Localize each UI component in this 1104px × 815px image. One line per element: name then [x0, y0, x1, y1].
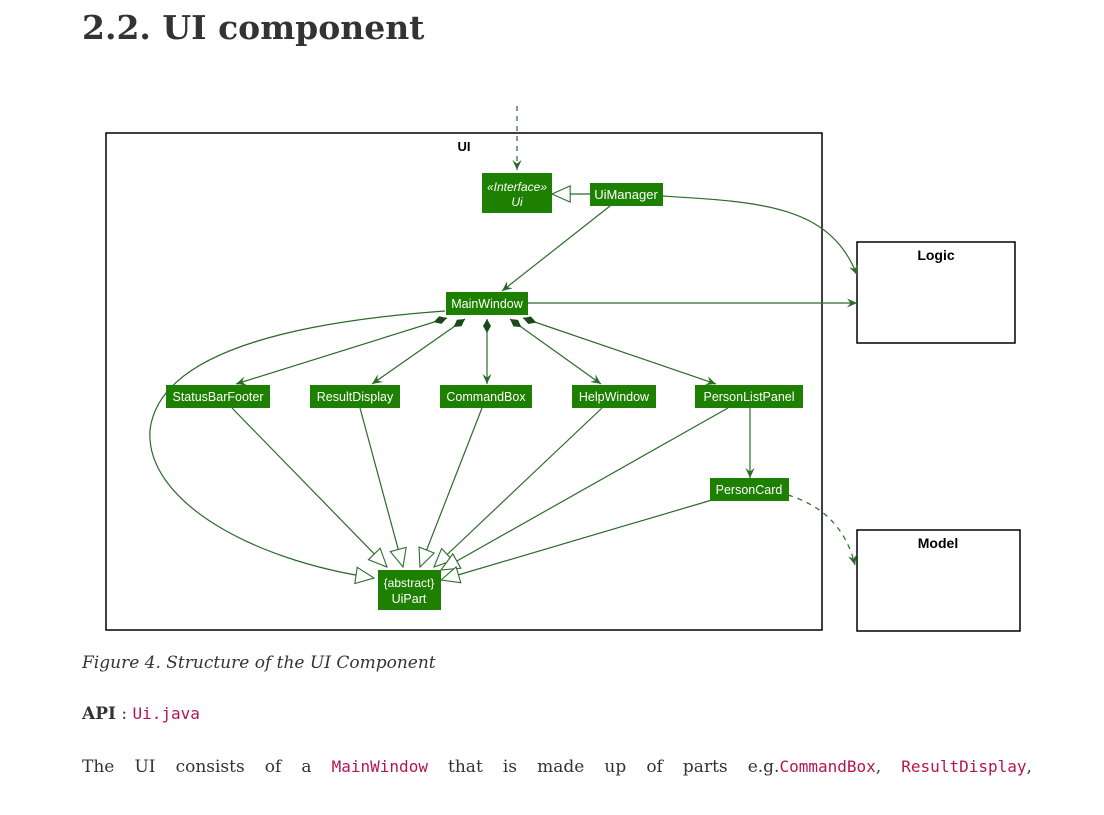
api-line: API : Ui.java: [82, 704, 200, 724]
word: of: [264, 757, 282, 777]
comma: ,: [1026, 757, 1032, 777]
mainwindow-to-statusbarfooter: [235, 316, 448, 386]
svg-text:PersonListPanel: PersonListPanel: [703, 390, 794, 404]
code-mainwindow: MainWindow: [331, 757, 428, 776]
ui-frame: [105, 132, 823, 631]
word: of: [646, 757, 663, 777]
api-separator: :: [121, 704, 128, 724]
uipart-class: {abstract} UiPart: [378, 570, 441, 610]
eg-text: e.g.: [747, 757, 780, 777]
code-commandbox: CommandBox: [779, 757, 876, 776]
word: made: [537, 757, 585, 777]
comma: ,: [875, 757, 882, 777]
statusbarfooter-extends-uipart: [231, 407, 387, 567]
mainwindow-to-resultdisplay: [371, 318, 466, 385]
svg-text:CommandBox: CommandBox: [446, 390, 526, 404]
ui-component-diagram: UI Logic Model: [105, 106, 1021, 632]
word: a: [301, 757, 312, 777]
mainwindow-class: MainWindow: [446, 292, 528, 315]
model-box: [856, 529, 1021, 632]
uimanager-to-logic: [661, 195, 858, 276]
commandbox-extends-uipart: [420, 407, 483, 567]
commandbox-class: CommandBox: [440, 385, 532, 408]
word: up: [604, 757, 627, 777]
helpwindow-class: HelpWindow: [572, 385, 656, 408]
logic-label: Logic: [917, 247, 955, 263]
resultdisplay-class: ResultDisplay: [310, 385, 400, 408]
mainwindow-extends-uipart: [149, 310, 446, 578]
figure-caption: Figure 4. Structure of the UI Component: [82, 653, 436, 673]
description-paragraph: The UI consists of a MainWindow that is …: [82, 757, 1032, 777]
word: UI: [134, 757, 156, 777]
personlistpanel-class: PersonListPanel: [695, 385, 803, 408]
uimanager-to-mainwindow: [501, 205, 611, 292]
section-heading: 2.2. UI component: [82, 8, 425, 47]
svg-text:«Interface»: «Interface»: [487, 180, 547, 194]
helpwindow-extends-uipart: [434, 407, 603, 567]
personcard-to-model: [787, 494, 857, 566]
svg-text:UiPart: UiPart: [392, 592, 427, 606]
code-resultdisplay: ResultDisplay: [901, 757, 1027, 776]
personcard-extends-uipart: [441, 499, 713, 580]
personcard-class: PersonCard: [710, 478, 789, 501]
mainwindow-to-personlistpanel: [522, 316, 717, 386]
api-link[interactable]: Ui.java: [132, 704, 200, 723]
personlistpanel-extends-uipart: [441, 407, 729, 570]
svg-text:StatusBarFooter: StatusBarFooter: [172, 390, 263, 404]
word: The: [82, 757, 115, 777]
word: is: [502, 757, 518, 777]
svg-text:MainWindow: MainWindow: [451, 297, 524, 311]
resultdisplay-extends-uipart: [359, 407, 403, 567]
svg-text:{abstract}: {abstract}: [384, 576, 435, 590]
svg-text:ResultDisplay: ResultDisplay: [317, 390, 394, 404]
svg-text:Ui: Ui: [511, 195, 523, 209]
ui-interface-class: «Interface» Ui: [482, 173, 552, 213]
uimanager-class: UiManager: [590, 183, 663, 206]
svg-text:UiManager: UiManager: [594, 187, 658, 202]
word: parts: [682, 757, 728, 777]
svg-text:HelpWindow: HelpWindow: [579, 390, 650, 404]
word: consists: [175, 757, 245, 777]
resultdisplay-item: ResultDisplay,: [901, 757, 1032, 777]
eg-commandbox: e.g.CommandBox,: [748, 757, 882, 777]
word: that: [448, 757, 483, 777]
statusbarfooter-class: StatusBarFooter: [166, 385, 270, 408]
svg-text:PersonCard: PersonCard: [716, 483, 783, 497]
api-label: API: [82, 704, 116, 724]
ui-frame-label: UI: [458, 139, 471, 154]
logic-box: [856, 241, 1016, 344]
model-label: Model: [918, 535, 958, 551]
